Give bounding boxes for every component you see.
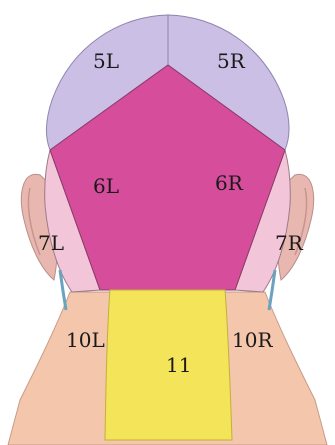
label-10r: 10R (232, 328, 273, 352)
label-5l: 5L (93, 49, 119, 73)
label-6r: 6R (215, 171, 244, 195)
label-11: 11 (166, 353, 191, 377)
label-7r: 7R (275, 231, 304, 255)
label-7l: 7L (38, 231, 64, 255)
label-10l: 10L (66, 328, 105, 352)
label-6l: 6L (93, 174, 119, 198)
label-5r: 5R (217, 49, 246, 73)
